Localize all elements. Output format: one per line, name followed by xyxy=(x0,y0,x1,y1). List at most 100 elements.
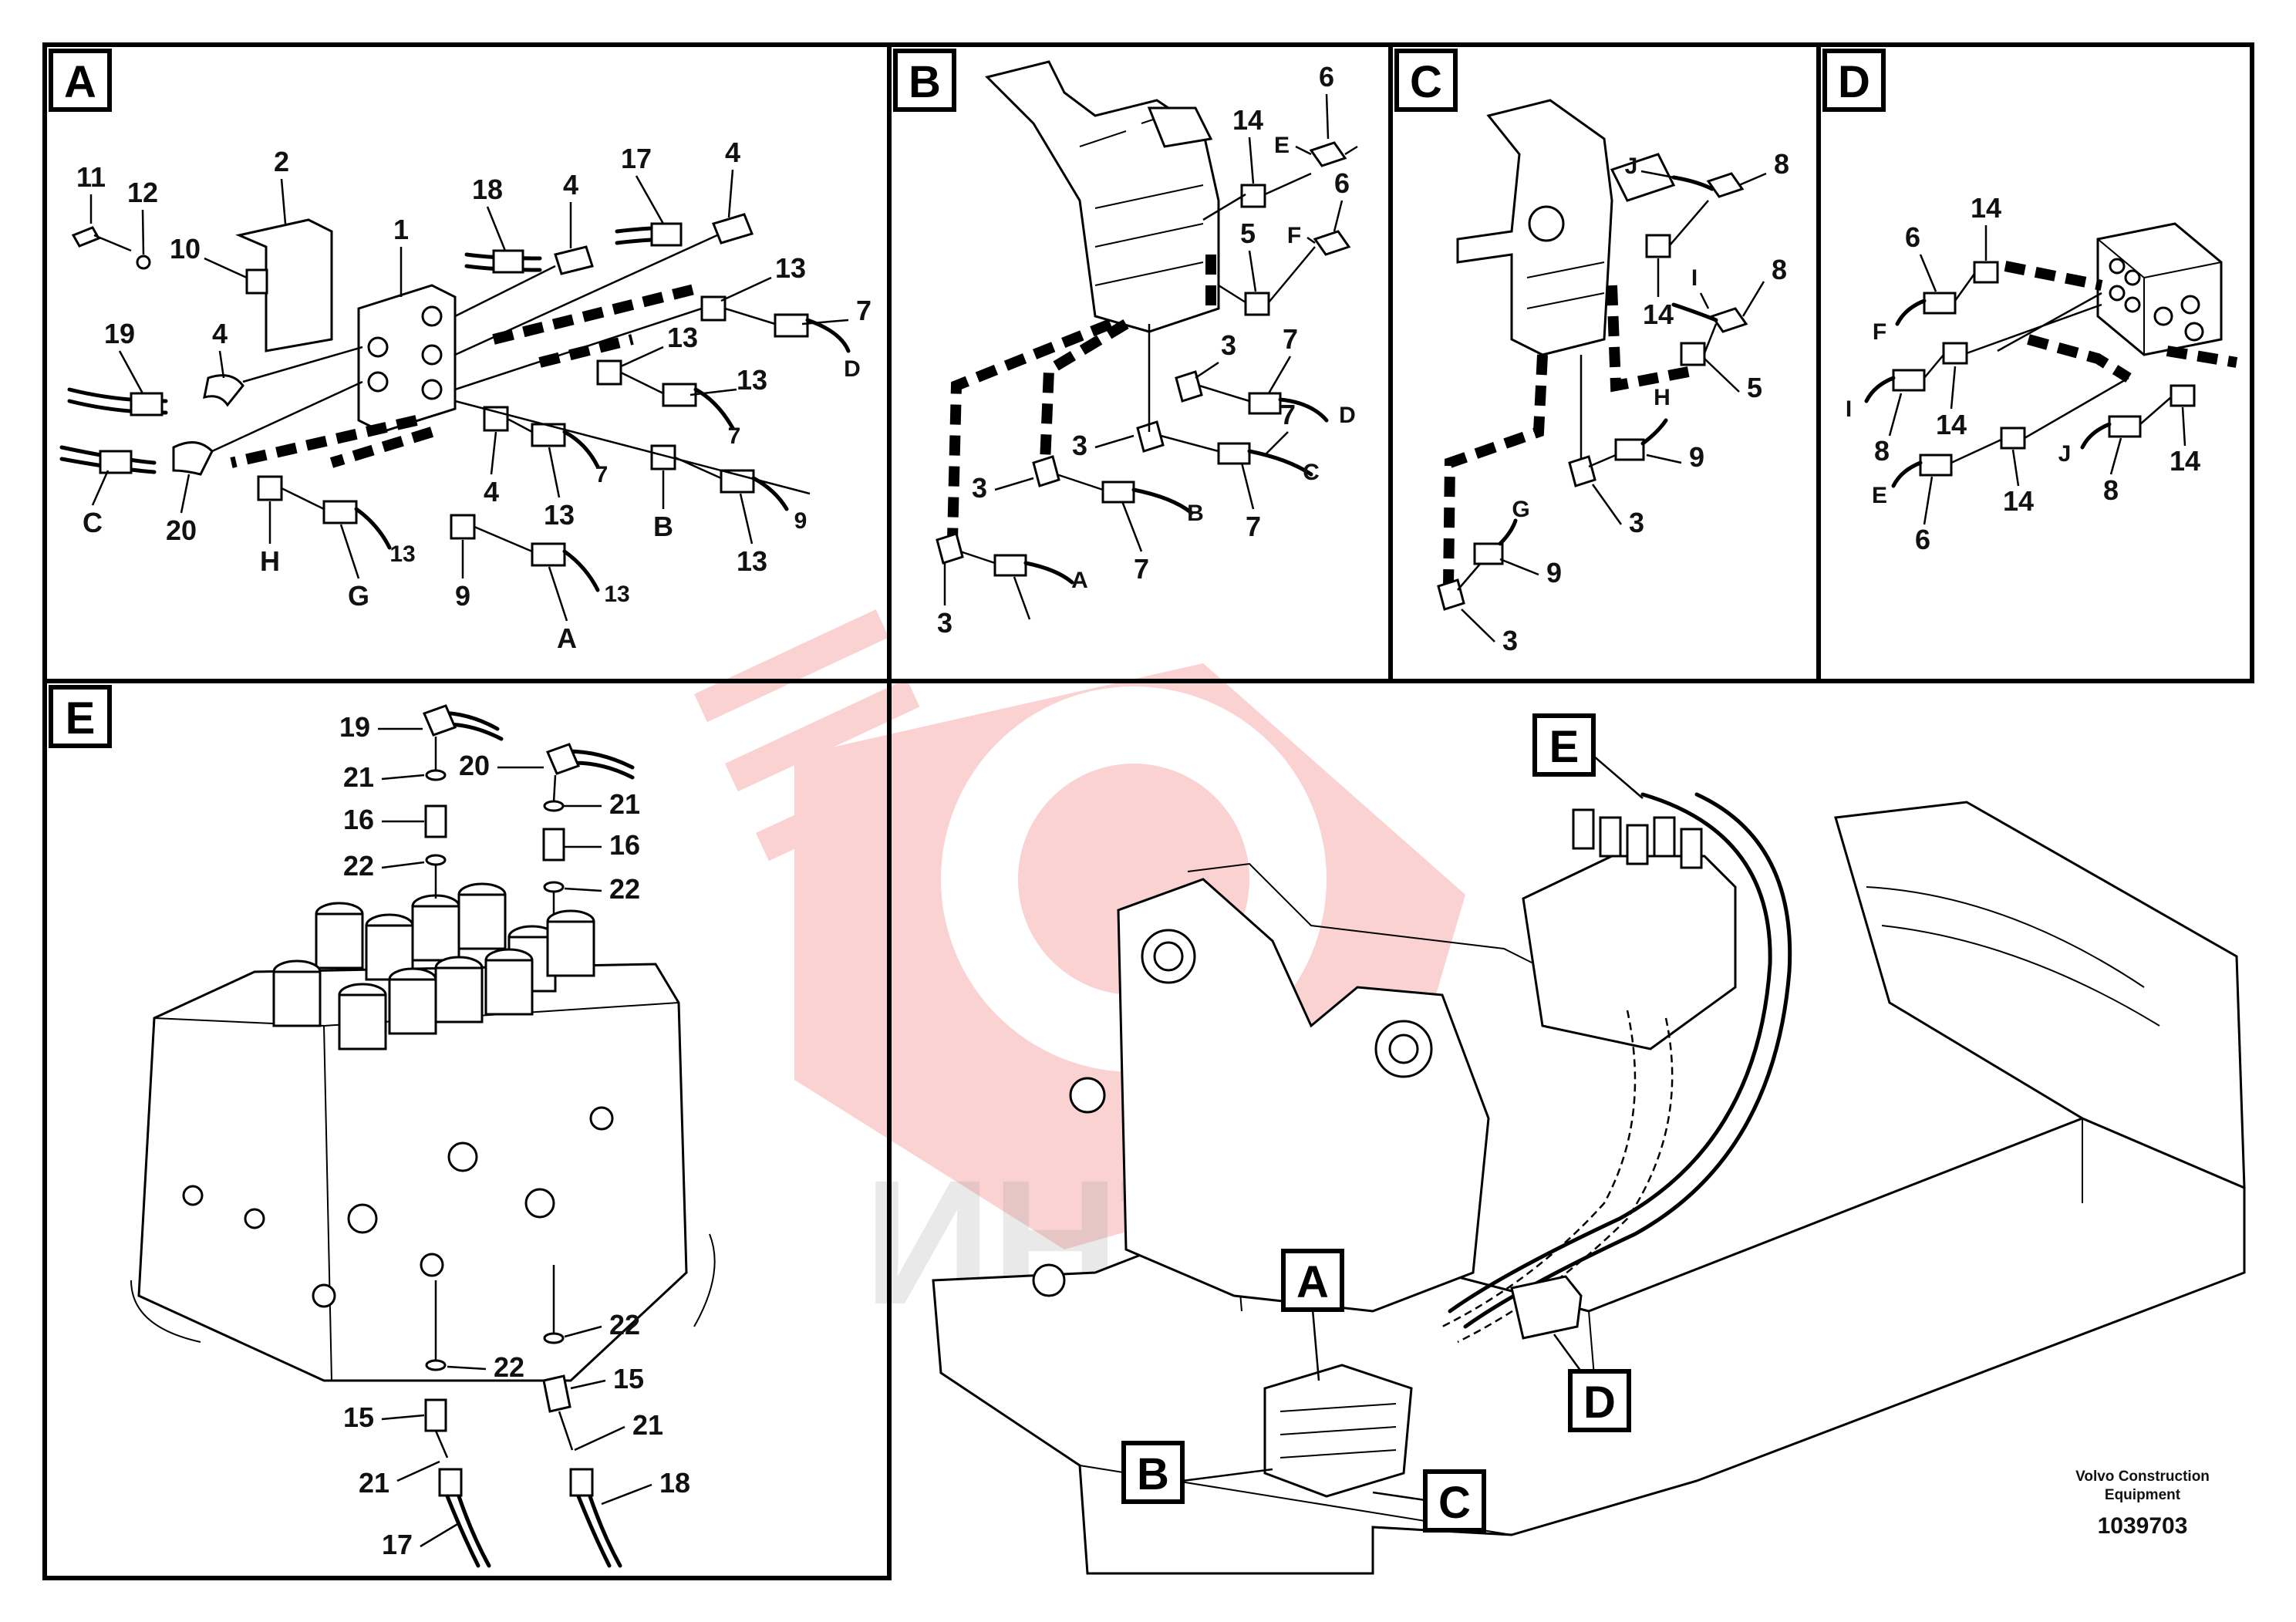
panel-a-drawing: 11 12 2 10 1 18 4 17 4 19 4 13 13 7 D 13… xyxy=(59,137,872,654)
svg-text:E: E xyxy=(66,693,96,744)
svg-text:13: 13 xyxy=(544,499,575,531)
panel-c-label: C xyxy=(1394,49,1458,112)
svg-text:8: 8 xyxy=(1874,435,1890,467)
svg-text:18: 18 xyxy=(659,1467,690,1499)
svg-text:A: A xyxy=(557,622,577,654)
svg-text:C: C xyxy=(1438,1478,1471,1528)
svg-text:C: C xyxy=(1303,460,1320,485)
svg-text:4: 4 xyxy=(725,137,740,168)
svg-text:I: I xyxy=(1846,396,1852,422)
svg-text:E: E xyxy=(1549,722,1580,772)
svg-text:3: 3 xyxy=(937,607,952,639)
svg-text:13: 13 xyxy=(667,322,698,353)
brand-line-2: Equipment xyxy=(2105,1487,2181,1503)
svg-text:5: 5 xyxy=(1747,372,1762,403)
svg-text:6: 6 xyxy=(1915,524,1930,555)
svg-text:22: 22 xyxy=(609,1309,640,1340)
panel-b-label: B xyxy=(893,49,956,112)
panel-d-label: D xyxy=(1822,49,1886,112)
svg-text:D: D xyxy=(1838,57,1870,107)
svg-text:E: E xyxy=(1274,133,1290,158)
svg-text:F: F xyxy=(1287,223,1301,248)
panel-e-drawing: 19 20 21 21 16 16 22 22 22 22 15 15 21 2… xyxy=(130,704,716,1568)
main-callout-c: C xyxy=(1372,1469,1486,1533)
svg-text:H: H xyxy=(1654,385,1671,410)
svg-text:4: 4 xyxy=(484,476,499,508)
svg-text:5: 5 xyxy=(1240,218,1256,249)
main-callout-d: D xyxy=(1553,1334,1631,1432)
svg-text:8: 8 xyxy=(1774,148,1789,180)
svg-text:22: 22 xyxy=(494,1351,524,1383)
svg-text:A: A xyxy=(1071,568,1088,593)
svg-text:1: 1 xyxy=(393,214,409,245)
panel-d-frame xyxy=(1816,42,2254,683)
svg-text:B: B xyxy=(1187,501,1204,526)
svg-text:F: F xyxy=(1873,319,1886,345)
main-callout-e: E xyxy=(1532,713,1644,799)
svg-text:7: 7 xyxy=(595,462,609,487)
svg-text:9: 9 xyxy=(455,580,470,612)
svg-text:C: C xyxy=(1410,57,1442,107)
svg-text:8: 8 xyxy=(1772,254,1787,285)
svg-text:13: 13 xyxy=(604,582,629,607)
svg-text:3: 3 xyxy=(972,472,987,504)
svg-text:8: 8 xyxy=(2103,474,2119,506)
svg-text:21: 21 xyxy=(343,761,374,793)
svg-text:7: 7 xyxy=(728,423,741,449)
svg-text:A: A xyxy=(1296,1257,1329,1307)
svg-text:15: 15 xyxy=(343,1401,374,1433)
svg-text:13: 13 xyxy=(389,541,415,567)
junction-block-part xyxy=(2096,222,2223,356)
panel-b-drawing: 6 E 14 6 F 5 3 7 D 3 7 C 3 7 B 3 7 A xyxy=(936,60,1358,639)
svg-text:9: 9 xyxy=(1546,557,1562,588)
svg-text:13: 13 xyxy=(775,252,806,284)
svg-text:G: G xyxy=(348,580,369,612)
svg-text:B: B xyxy=(1137,1449,1169,1499)
svg-text:6: 6 xyxy=(1334,167,1350,199)
main-callout-a: A xyxy=(1281,1249,1344,1381)
svg-text:11: 11 xyxy=(76,161,106,193)
svg-text:6: 6 xyxy=(1905,221,1920,253)
svg-text:15: 15 xyxy=(613,1363,644,1394)
svg-text:7: 7 xyxy=(1134,553,1149,585)
svg-text:14: 14 xyxy=(1232,104,1263,136)
svg-text:18: 18 xyxy=(472,174,503,205)
svg-text:10: 10 xyxy=(170,233,201,265)
svg-text:I: I xyxy=(1691,265,1698,291)
svg-text:J: J xyxy=(1625,153,1638,179)
svg-text:21: 21 xyxy=(359,1467,389,1499)
svg-text:20: 20 xyxy=(166,514,197,546)
svg-text:14: 14 xyxy=(1643,298,1674,330)
svg-text:9: 9 xyxy=(1689,441,1704,473)
svg-text:7: 7 xyxy=(856,295,872,326)
svg-text:9: 9 xyxy=(794,508,807,534)
svg-text:21: 21 xyxy=(632,1409,663,1441)
panel-a-label: A xyxy=(49,49,112,112)
svg-text:3: 3 xyxy=(1629,507,1644,538)
svg-text:13: 13 xyxy=(737,364,767,396)
svg-text:D: D xyxy=(1583,1378,1616,1428)
brand-line-1: Volvo Construction xyxy=(2075,1469,2210,1485)
machine-overview-drawing: E A D B C xyxy=(932,713,2246,1575)
bracket-part xyxy=(235,218,333,352)
svg-text:17: 17 xyxy=(621,143,652,174)
svg-text:19: 19 xyxy=(104,318,135,349)
svg-text:4: 4 xyxy=(212,318,228,349)
main-callout-b: B xyxy=(1121,1441,1273,1504)
panel-e-frame xyxy=(42,679,892,1580)
panel-d-drawing: 14 6 F I 8 14 J 8 14 E 6 14 xyxy=(1846,192,2238,555)
svg-text:22: 22 xyxy=(343,850,374,882)
svg-text:A: A xyxy=(64,57,96,107)
svg-text:17: 17 xyxy=(382,1529,413,1560)
svg-text:H: H xyxy=(260,545,280,577)
panel-e-label: E xyxy=(49,685,112,748)
panel-c-drawing: J 8 14 I 8 5 H 9 3 G 9 3 xyxy=(1437,99,1789,656)
svg-text:14: 14 xyxy=(1936,409,1967,440)
svg-text:D: D xyxy=(844,356,861,382)
svg-text:20: 20 xyxy=(459,750,490,781)
svg-text:13: 13 xyxy=(737,545,767,577)
svg-text:19: 19 xyxy=(339,711,370,743)
svg-text:3: 3 xyxy=(1072,430,1087,461)
svg-text:7: 7 xyxy=(1246,511,1261,542)
